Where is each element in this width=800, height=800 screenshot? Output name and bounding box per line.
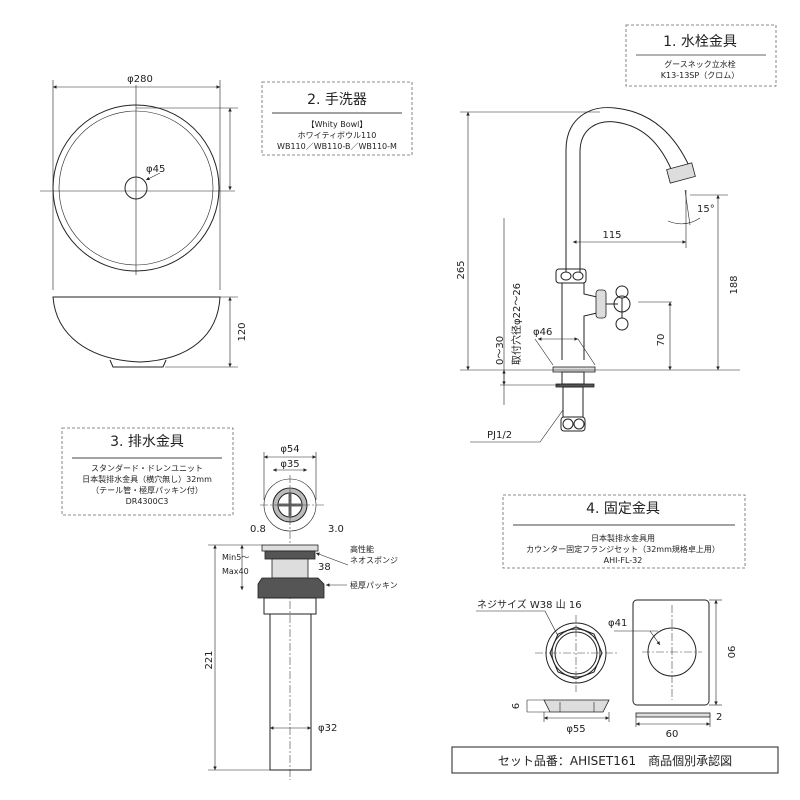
fixing-spec-box: 4. 固定金具 日本製排水金具用 カウンター固定フランジセット（32mm規格卓上… bbox=[502, 494, 746, 569]
angle-label: 15° bbox=[697, 204, 715, 215]
set-number-label: セット品番：AHISET161 商品個別承認図 bbox=[498, 753, 732, 768]
ring-height-label: 9 bbox=[509, 703, 520, 709]
bowl-line: ホワイティボウル110 bbox=[298, 131, 377, 140]
pipe-diameter-label: φ32 bbox=[318, 723, 337, 734]
hole-diameter-label: φ45 bbox=[146, 164, 165, 175]
drain-outer-label: φ54 bbox=[280, 444, 299, 455]
spout-height-label: 188 bbox=[729, 275, 740, 294]
bowl-line: WB110／WB110-B／WB110-M bbox=[277, 142, 397, 151]
drain-line: 日本製排水金具（横穴無し）32mm bbox=[82, 474, 212, 484]
plate-height-label: 90 bbox=[725, 646, 736, 659]
drain-inner-label: φ35 bbox=[280, 459, 299, 470]
drain-length-label: 221 bbox=[204, 650, 215, 669]
base-diameter-label: φ46 bbox=[533, 327, 552, 338]
drain-drawing: φ54 φ35 0.8 3.0 高性能 ネオスポンジ 38 Min5～ Max4… bbox=[204, 444, 398, 780]
fixing-line: 日本製排水金具用 bbox=[591, 533, 655, 543]
reach-label: 115 bbox=[602, 230, 621, 241]
plate-thickness-label: 2 bbox=[716, 712, 722, 723]
flange-label: 0.8 bbox=[250, 524, 266, 535]
range-label: Min5～ bbox=[222, 553, 249, 562]
thread-spec-label: ネジサイズ W38 山 16 bbox=[477, 598, 582, 611]
drain-spec-box: 3. 排水金具 スタンダード・ドレンユニット 日本製排水金具（横穴無し）32mm… bbox=[61, 427, 234, 516]
faucet-spec-box: 1. 水栓金具 グースネック立水栓 K13-13SP（クロム） bbox=[625, 24, 777, 87]
fixing-drawing: ネジサイズ W38 山 16 φ41 90 2 60 9 φ55 bbox=[476, 598, 736, 740]
bowl-spec-box: 2. 手洗器 【Whity Bowl】 ホワイティボウル110 WB110／WB… bbox=[261, 81, 413, 156]
set-number-footer: セット品番：AHISET161 商品個別承認図 bbox=[451, 746, 779, 774]
faucet-drawing: 265 188 115 15° 70 φ46 取付穴径φ22～26 0～30 P… bbox=[456, 107, 740, 443]
faucet-height-label: 265 bbox=[456, 260, 467, 279]
sponge-label: ネオスポンジ bbox=[350, 556, 398, 565]
drain-title: 3. 排水金具 bbox=[110, 434, 184, 450]
thread-label: PJ1/2 bbox=[487, 430, 512, 441]
drain-line: DR4300C3 bbox=[126, 497, 169, 506]
mount-hole-label: 取付穴径φ22～26 bbox=[510, 283, 523, 365]
plate-hole-label: φ41 bbox=[608, 618, 627, 629]
bowl-height-label: 120 bbox=[237, 322, 248, 341]
bowl-drawing: φ280 φ45 120 bbox=[40, 74, 248, 368]
handle-height-label: 70 bbox=[656, 334, 667, 347]
fixing-line: AHI-FL-32 bbox=[604, 556, 643, 565]
faucet-line: グースネック立水栓 bbox=[664, 59, 736, 69]
ring-diameter-label: φ55 bbox=[566, 724, 585, 735]
counter-thickness-label: 0～30 bbox=[495, 336, 506, 365]
fixing-line: カウンター固定フランジセット（32mm規格卓上用） bbox=[526, 544, 720, 554]
fixing-title: 4. 固定金具 bbox=[586, 501, 660, 517]
range-label: Max40 bbox=[222, 567, 249, 576]
bowl-diameter-label: φ280 bbox=[127, 74, 153, 85]
faucet-title: 1. 水栓金具 bbox=[663, 34, 737, 50]
plate-width-label: 60 bbox=[666, 729, 679, 740]
bowl-title: 2. 手洗器 bbox=[307, 92, 367, 108]
drain-thread-label: 38 bbox=[318, 562, 331, 573]
sponge-thickness-label: 3.0 bbox=[328, 524, 344, 535]
packing-label: 極厚パッキン bbox=[350, 580, 398, 590]
sponge-label: 高性能 bbox=[350, 544, 374, 554]
bowl-line: 【Whity Bowl】 bbox=[307, 120, 368, 129]
faucet-line: K13-13SP（クロム） bbox=[661, 71, 739, 80]
drain-line: （テール管・極厚パッキン付） bbox=[91, 485, 203, 495]
drain-line: スタンダード・ドレンユニット bbox=[91, 463, 203, 473]
